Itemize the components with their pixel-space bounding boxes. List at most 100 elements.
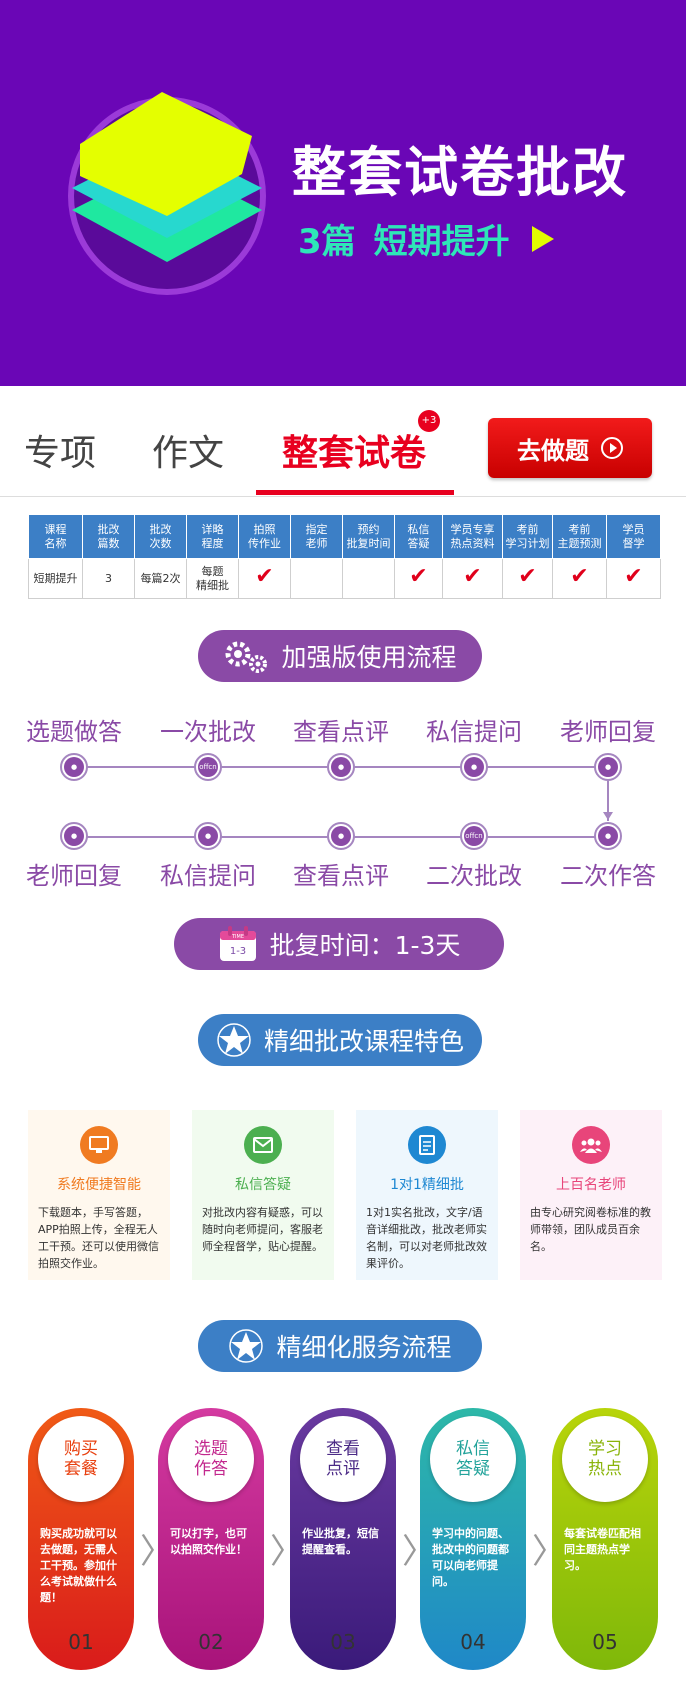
service-step: 私信答疑 学习中的问题、批改中的问题都可以向老师提问。 04 [420,1408,526,1670]
offcn-logo-icon: offcn [198,757,218,777]
table-row: 短期提升 3 每篇2次 每题 精细批 ✔ ✔ ✔ ✔ ✔ ✔ [28,558,661,599]
step-number: 04 [460,1630,486,1654]
header-line: 次数 [149,536,172,550]
header-line: 学习计划 [505,536,550,550]
play-icon[interactable] [531,225,554,252]
table-header-cell: 预约批复时间 [342,514,395,559]
calendar-icon: TIME 1-3 [219,926,256,961]
count-cell: 3 [82,558,135,599]
header-line: 考前 [516,522,539,536]
flow-heading-text: 加强版使用流程 [281,643,457,672]
feature-card: 上百名老师 由专心研究阅卷标准的教师带领，团队成员百余名。 [520,1110,662,1280]
step-number: 01 [68,1630,94,1654]
step-title: 选题作答 [168,1416,254,1502]
feature-title: 上百名老师 [556,1177,626,1193]
star-icon [217,1023,251,1057]
service-step: 查看点评 作业批复，短信提醒查看。 03 [290,1408,396,1670]
table-header-cell: 拍照传作业 [238,514,291,559]
table-header-cell: 批改篇数 [82,514,135,559]
flow-node: offcn [460,822,488,850]
user-icon: ● [598,826,618,846]
user-icon: ● [331,826,351,846]
service-step: 购买套餐 购买成功就可以去做题，无需人工干预。参加什么考试就做什么题！ 01 [28,1408,134,1670]
header-line: 篇数 [97,536,120,550]
table-header-cell: 详略程度 [186,514,239,559]
team-icon [572,1126,610,1164]
hero-sub-text: 短期提升 [373,222,510,262]
step-title: 私信答疑 [430,1416,516,1502]
check-icon: ✔ [624,564,643,589]
feature-card: 1对1精细批 1对1实名批改，文字/语音详细批改，批改老师实名制，可以对老师批改… [356,1110,498,1280]
user-icon: ● [198,826,218,846]
header-line: 老师 [305,536,328,550]
table-header-cell: 私信答疑 [394,514,443,559]
header-line: 课程 [44,522,67,536]
table-header-row: 课程名称批改篇数批改次数详略程度拍照传作业指定老师预约批复时间私信答疑学员专享热… [28,514,661,559]
header-line: 传作业 [248,536,281,550]
header-line: 名称 [44,536,67,550]
service-step: 选题作答 可以打字，也可以拍照交作业！ 02 [158,1408,264,1670]
header-line: 私信 [407,522,430,536]
hero-title: 整套试卷批改 [292,141,628,204]
tab-zhengtao[interactable]: 整套试卷 [282,433,427,474]
service-step: 学习热点 每套试卷匹配相同主题热点学习。 05 [552,1408,658,1670]
user-icon: ● [64,826,84,846]
stacked-layers-logo-icon [68,92,266,295]
check-cell: ✔ [502,558,553,599]
step-desc: 作业批复，短信提醒查看。 [302,1527,379,1556]
check-icon: ✔ [409,564,428,589]
table-header-cell: 批改次数 [134,514,187,559]
course-name-cell: 短期提升 [28,558,83,599]
step-desc: 可以打字，也可以拍照交作业！ [170,1527,247,1556]
feature-title: 私信答疑 [235,1177,291,1193]
flow-node: ● [194,822,222,850]
document-icon [408,1126,446,1164]
flow-node: ● [460,753,488,781]
start-practice-button[interactable]: 去做题 [488,418,652,478]
user-icon: ● [598,757,618,777]
hero-sub-number: 3篇 [298,222,356,262]
monitor-icon [80,1126,118,1164]
check-cell [342,558,395,599]
header-line: 拍照 [253,522,276,536]
table-header-cell: 考前主题预测 [552,514,607,559]
flow-step-label: 二次批改 [426,862,522,890]
flow-node: ● [60,753,88,781]
arrow-down-icon [603,812,613,820]
detail-line-1: 每题 [201,564,224,578]
mail-icon [244,1126,282,1164]
table-header-cell: 课程名称 [28,514,83,559]
user-icon: ● [331,757,351,777]
step-number: 05 [592,1630,618,1654]
table-header-cell: 指定老师 [290,514,343,559]
star-icon [229,1329,264,1363]
offcn-logo-icon: offcn [464,826,484,846]
tab-zuowen[interactable]: 作文 [152,433,225,474]
header-line: 批复时间 [346,536,391,550]
features-heading: 精细批改课程特色 [198,1014,482,1066]
tab-zhuanxiang[interactable]: 专项 [24,433,97,474]
check-icon: ✔ [463,564,482,589]
flow-node: ● [327,753,355,781]
header-line: 批改 [97,522,120,536]
active-tab-underline [256,490,454,495]
flow-step-label: 查看点评 [293,862,389,890]
header-line: 学员专享 [450,522,495,536]
tab-divider [0,496,686,497]
table-header-cell: 考前学习计划 [502,514,553,559]
hero-banner: 整套试卷批改 3篇 短期提升 [0,0,686,386]
step-desc: 学习中的问题、批改中的问题都可以向老师提问。 [432,1527,509,1588]
service-heading-text: 精细化服务流程 [276,1333,452,1362]
flow-step-label: 老师回复 [560,718,656,746]
check-cell: ✔ [238,558,291,599]
header-line: 详略 [201,522,224,536]
header-line: 指定 [305,522,328,536]
header-line: 热点资料 [450,536,495,550]
feature-desc: 1对1实名批改，文字/语音详细批改，批改老师实名制，可以对老师批改效果评价。 [366,1206,487,1270]
header-line: 考前 [568,522,591,536]
tab-count-badge: +3 [418,410,440,432]
feature-card: 私信答疑 对批改内容有疑惑，可以随时向老师提问，客服老师全程督学，贴心提醒。 [192,1110,334,1280]
header-line: 学员 [622,522,645,536]
user-icon: ● [464,757,484,777]
user-icon: ● [64,757,84,777]
